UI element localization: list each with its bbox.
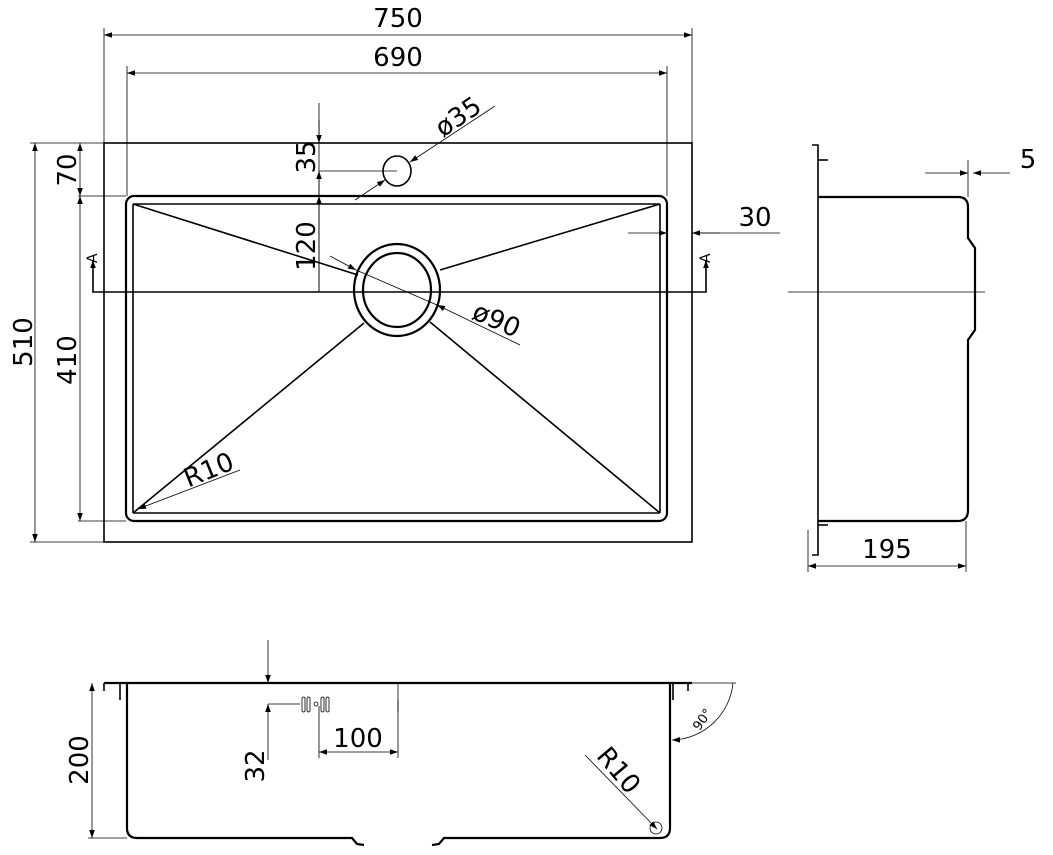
dim-overall-width: 750 xyxy=(373,4,423,34)
dim-angle: 90° xyxy=(690,706,716,733)
bowl-outline xyxy=(124,194,669,523)
dim-bowl-depth: 410 xyxy=(53,335,83,385)
dim-section-radius: R10 xyxy=(590,742,646,800)
dim-corner-radius: R10 xyxy=(180,447,239,494)
dim-overflow-length: 100 xyxy=(333,724,383,754)
dim-flange: 5 xyxy=(1020,145,1037,175)
dim-depth: 195 xyxy=(862,535,912,565)
top-view: A A 750 690 510 70 410 35 120 ø35 xyxy=(9,4,780,543)
drain-inner xyxy=(361,251,433,329)
dim-tap-offset: 35 xyxy=(292,140,322,173)
dim-tap-hole: ø35 xyxy=(430,91,487,143)
section-marker-right: A xyxy=(698,253,714,263)
section-marker-left: A xyxy=(85,253,101,263)
slope-line xyxy=(429,321,661,514)
dim-drain-offset: 120 xyxy=(292,221,322,271)
bowl-side-profile xyxy=(818,195,977,523)
flange-edge xyxy=(812,144,819,556)
dim-drain-hole: ø90 xyxy=(468,297,525,344)
section-view: 200 32 100 90° R10 xyxy=(65,640,736,847)
side-view: 5 195 xyxy=(788,144,1037,572)
sink-outline xyxy=(103,142,693,543)
drain-outer xyxy=(352,242,442,338)
flange-ticks xyxy=(103,683,689,700)
slope-line xyxy=(439,203,661,271)
dim-overflow-offset: 32 xyxy=(241,749,271,782)
dim-side-margin: 30 xyxy=(738,203,771,233)
dim-overall-depth: 510 xyxy=(9,317,39,367)
slope-line xyxy=(132,322,365,514)
dim-rim-front: 70 xyxy=(53,153,83,186)
dim-bowl-width: 690 xyxy=(373,43,423,73)
dim-section-height: 200 xyxy=(65,735,95,785)
angle-arc xyxy=(671,682,734,743)
slope-line xyxy=(132,203,359,276)
section-line-a-a xyxy=(90,260,709,293)
bowl-section-left xyxy=(125,683,365,847)
bowl-section-right xyxy=(431,683,672,847)
overflow-slots xyxy=(301,696,330,713)
